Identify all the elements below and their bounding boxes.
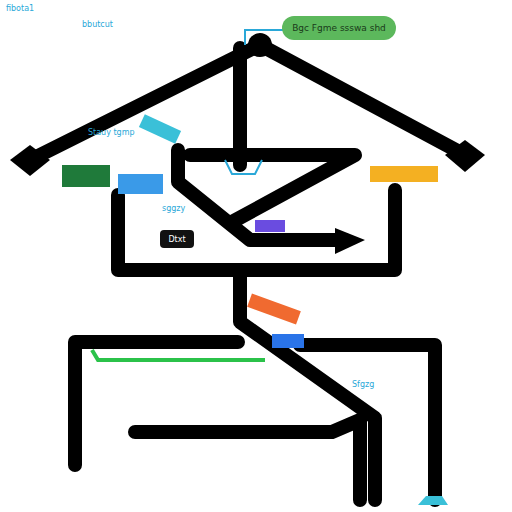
node-text: Dtxt — [168, 235, 185, 244]
color-tag — [247, 294, 301, 325]
roof-end — [445, 140, 485, 172]
node-text: Bgc Fgme ssswa shd — [292, 23, 386, 33]
color-tag — [272, 334, 304, 348]
top-joint — [248, 33, 272, 57]
color-tag — [118, 174, 163, 194]
color-tag — [418, 496, 448, 505]
pill-node: Bgc Fgme ssswa shd — [282, 16, 396, 40]
note-label: bbutcut — [82, 20, 113, 29]
color-tag — [370, 166, 438, 182]
z-bar — [190, 155, 355, 222]
lower-right-frame — [300, 345, 435, 500]
center-post — [233, 48, 247, 165]
color-tag — [62, 165, 110, 187]
color-tag — [255, 220, 285, 232]
hex-mark — [225, 160, 262, 174]
roof-end — [10, 145, 50, 176]
tag-box: Dtxt — [160, 230, 194, 248]
green-line — [92, 350, 265, 360]
note-label: Sfgzg — [352, 380, 374, 389]
z-bar — [178, 150, 345, 240]
arrow-tip — [335, 228, 365, 254]
note-label: sggzy — [162, 204, 185, 213]
color-tag — [139, 114, 181, 144]
note-label: Stauy tgmp — [88, 128, 135, 137]
lower-inner-frame — [135, 420, 360, 500]
roof-line — [30, 45, 465, 160]
note-label: fibota1 — [6, 4, 34, 13]
